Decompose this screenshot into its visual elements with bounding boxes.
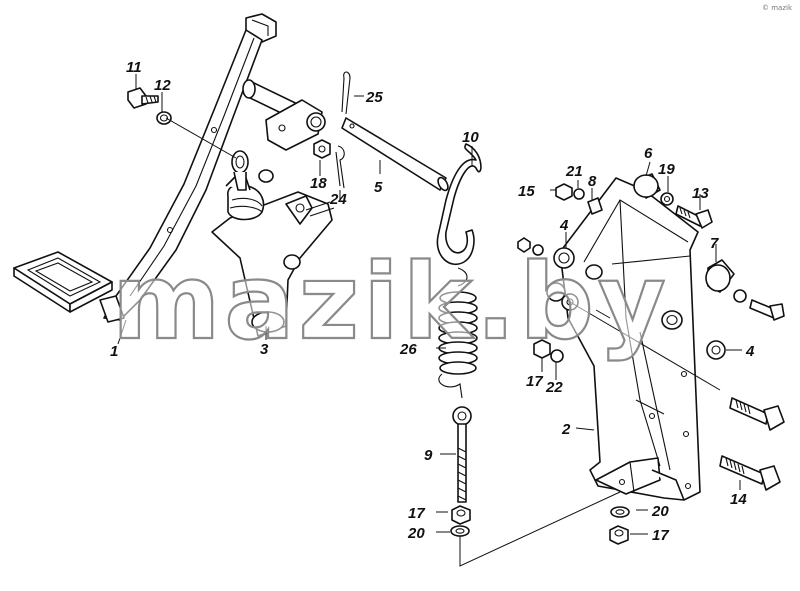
washer-19 xyxy=(660,192,674,206)
callout-9: 9 xyxy=(424,447,433,464)
callout-14: 14 xyxy=(730,491,747,508)
callout-20-left: 20 xyxy=(407,525,425,542)
washer-21 xyxy=(573,188,585,200)
callout-21: 21 xyxy=(565,163,583,180)
rod-pin-5 xyxy=(341,117,449,192)
callout-10: 10 xyxy=(462,129,479,146)
pivot-shaft xyxy=(242,79,326,151)
callout-17-bracket: 17 xyxy=(526,373,543,390)
master-cylinder xyxy=(211,150,335,337)
site-watermark: mazik.by xyxy=(112,241,670,363)
callout-11: 11 xyxy=(126,59,142,76)
pedal-pad xyxy=(13,251,125,323)
nut-small xyxy=(517,237,531,253)
hook-10 xyxy=(436,143,482,265)
nut-15 xyxy=(555,183,573,201)
nut-17-bracket xyxy=(533,339,551,359)
callout-22: 22 xyxy=(545,379,563,396)
callout-25: 25 xyxy=(365,89,383,106)
washer-22 xyxy=(550,349,564,363)
cylinder-washer xyxy=(258,169,274,183)
leader-lines xyxy=(117,74,742,535)
corner-mark: © mazik xyxy=(762,4,793,12)
callout-17-left: 17 xyxy=(408,505,425,522)
assembly-line xyxy=(459,491,621,567)
callout-3: 3 xyxy=(260,341,269,358)
nut-17-left xyxy=(451,505,471,525)
nut-18 xyxy=(313,139,331,159)
callout-15: 15 xyxy=(518,183,535,200)
washer-4-right xyxy=(706,340,726,360)
washer-12 xyxy=(156,111,172,125)
callout-12: 12 xyxy=(154,77,171,94)
callout-1: 1 xyxy=(110,343,118,360)
callout-7: 7 xyxy=(710,235,719,252)
bushing-7 xyxy=(705,259,735,293)
washer-4-left xyxy=(553,247,575,269)
callout-26: 26 xyxy=(399,341,417,358)
callout-17-right: 17 xyxy=(652,527,669,544)
callout-6: 6 xyxy=(644,145,653,162)
bolt-upper-right xyxy=(729,397,785,431)
spring-26 xyxy=(438,267,478,399)
callout-2: 2 xyxy=(561,421,571,438)
callout-5: 5 xyxy=(374,179,383,196)
callout-19: 19 xyxy=(658,161,675,178)
washer-20-left xyxy=(450,525,470,537)
spacer-8 xyxy=(587,197,603,215)
callout-labels: 1 3 11 12 25 10 5 18 24 26 9 17 20 15 21… xyxy=(110,59,755,544)
washer-20-right xyxy=(610,506,630,518)
bushing-6 xyxy=(633,173,661,199)
bracket-2 xyxy=(559,177,701,501)
callout-13: 13 xyxy=(692,185,709,202)
callout-4-right: 4 xyxy=(745,343,755,360)
bolt-14 xyxy=(719,455,781,491)
cotter-pin-25 xyxy=(343,71,351,115)
bolt-11 xyxy=(127,87,159,109)
callout-24: 24 xyxy=(329,191,347,208)
pedal-arm xyxy=(103,13,277,321)
nut-17-right xyxy=(609,525,629,545)
bolt-small-right xyxy=(749,299,785,321)
callout-20-right: 20 xyxy=(651,503,669,520)
bolt-13 xyxy=(675,205,713,229)
cotter-pin-24 xyxy=(337,145,345,189)
callout-18: 18 xyxy=(310,175,327,192)
callout-4-left: 4 xyxy=(559,217,569,234)
callout-8: 8 xyxy=(588,173,597,190)
eye-rod-9 xyxy=(452,406,472,503)
